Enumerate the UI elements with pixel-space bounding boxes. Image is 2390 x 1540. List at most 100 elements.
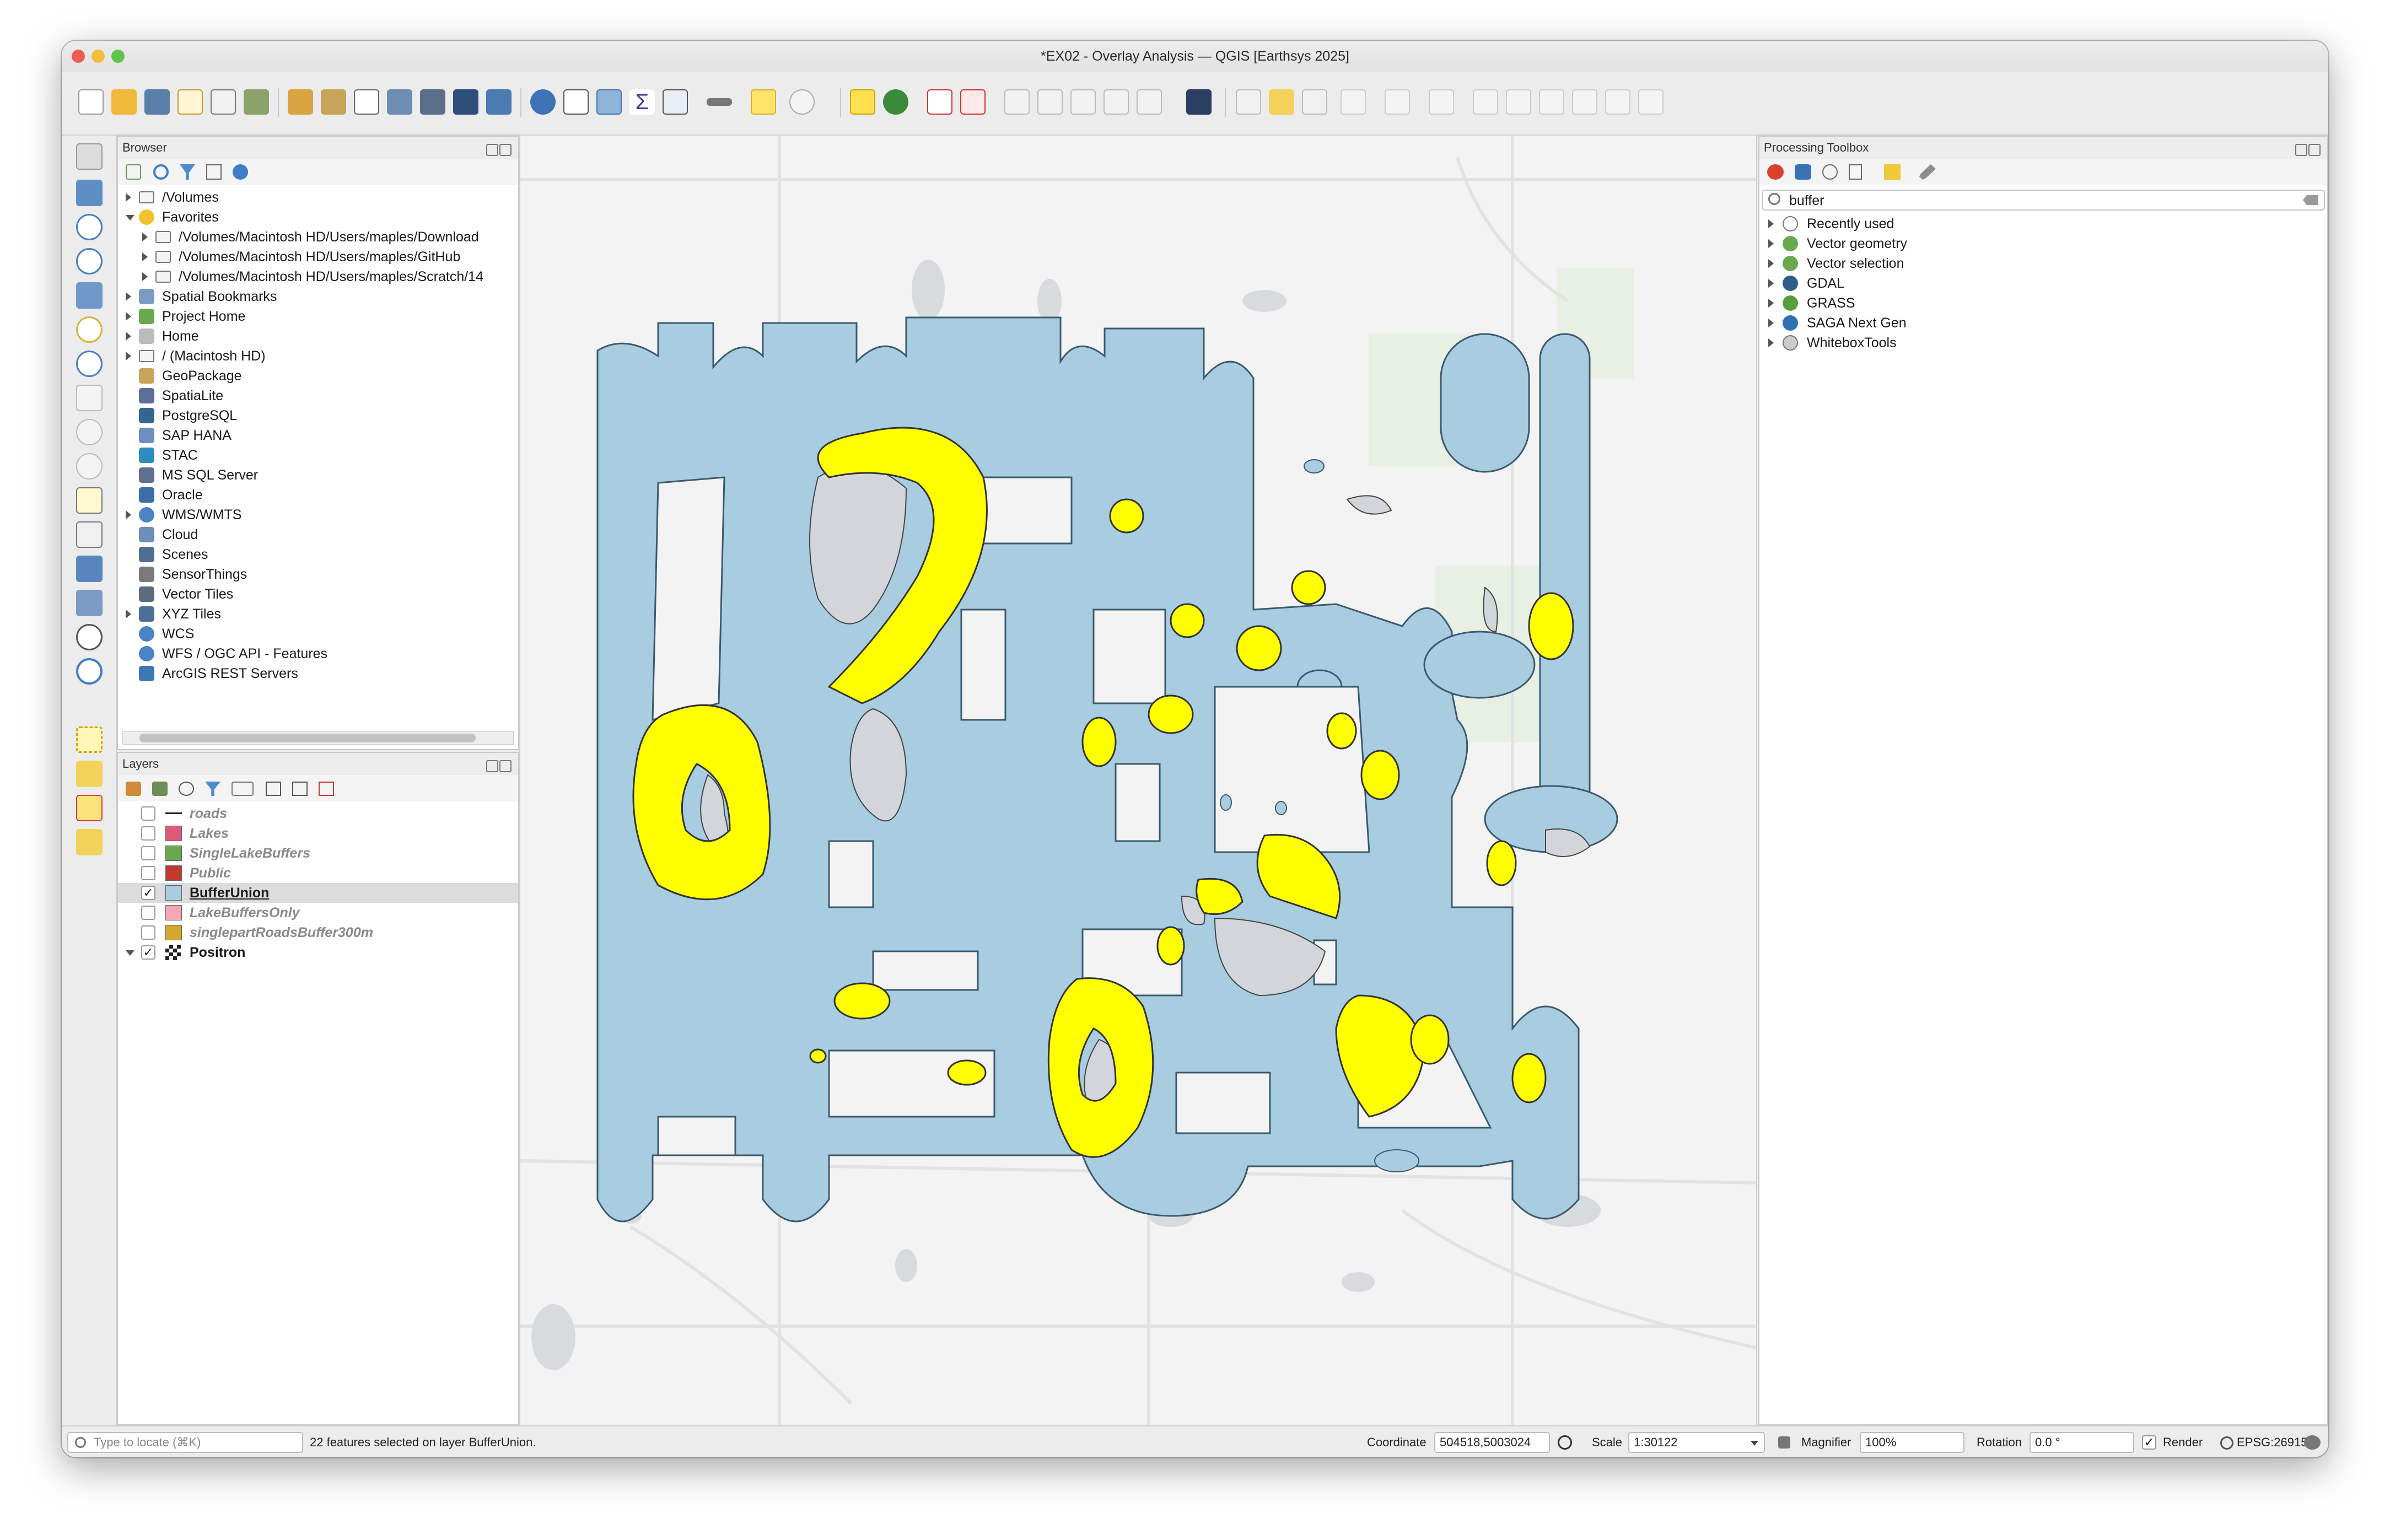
browser-horizontal-scrollbar[interactable] xyxy=(122,731,514,745)
chevron-right-icon[interactable] xyxy=(1768,319,1774,327)
copy-features-icon[interactable] xyxy=(1539,89,1564,115)
pin-labels-icon[interactable] xyxy=(927,89,952,115)
processing-provider[interactable]: SAGA Next Gen xyxy=(1759,313,2327,333)
save-project-icon[interactable] xyxy=(144,89,170,115)
browser-item[interactable]: SpatiaLite xyxy=(118,386,518,406)
layer-visibility-checkbox[interactable] xyxy=(141,846,155,860)
filter-icon[interactable] xyxy=(180,164,195,180)
toggle-editing-icon[interactable] xyxy=(1236,89,1261,115)
move-label-icon[interactable] xyxy=(1004,89,1030,115)
panel-float-close-buttons[interactable] xyxy=(485,757,514,772)
new-project-icon[interactable] xyxy=(78,89,104,115)
browser-item[interactable]: Cloud xyxy=(118,525,518,545)
browser-item[interactable]: WFS / OGC API - Features xyxy=(118,644,518,664)
new-map-view-icon[interactable] xyxy=(76,487,103,514)
browser-item[interactable]: / (Macintosh HD) xyxy=(118,346,518,366)
paste-features-icon[interactable] xyxy=(1572,89,1597,115)
layer-item[interactable]: Lakes xyxy=(118,823,518,843)
remove-layer-icon[interactable] xyxy=(319,782,334,796)
new-geopackage-layer-icon[interactable] xyxy=(321,89,346,115)
digitize-icon[interactable] xyxy=(387,89,412,115)
identify-icon[interactable] xyxy=(530,89,556,115)
zoom-window-button[interactable] xyxy=(111,50,125,63)
zoom-native-icon[interactable] xyxy=(76,385,103,411)
show-layout-icon[interactable] xyxy=(789,89,815,115)
refresh-icon[interactable] xyxy=(153,164,169,180)
deselect-features-icon[interactable] xyxy=(76,795,103,821)
browser-item[interactable]: Spatial Bookmarks xyxy=(118,287,518,306)
chevron-right-icon[interactable] xyxy=(126,292,131,301)
vertex-tool-icon[interactable] xyxy=(1385,89,1410,115)
label-toolbar-icon[interactable] xyxy=(850,89,875,115)
zoom-in-icon[interactable] xyxy=(76,214,103,240)
add-raster-layer-icon[interactable] xyxy=(453,89,478,115)
zoom-last-icon[interactable] xyxy=(76,419,103,445)
chevron-right-icon[interactable] xyxy=(126,332,131,341)
filter-legend-icon[interactable] xyxy=(205,782,220,796)
show-hide-labels-icon[interactable] xyxy=(960,89,986,115)
chevron-right-icon[interactable] xyxy=(126,510,131,519)
layer-item[interactable]: LakeBuffersOnly xyxy=(118,903,518,923)
help-icon[interactable] xyxy=(1186,89,1212,115)
layer-visibility-checkbox[interactable]: ✓ xyxy=(141,886,155,900)
modify-attributes-icon[interactable] xyxy=(1429,89,1454,115)
processing-provider[interactable]: Recently used xyxy=(1759,214,2327,234)
layer-item[interactable]: ✓Positron xyxy=(118,943,518,962)
layer-visibility-checkbox[interactable]: ✓ xyxy=(141,945,155,960)
panel-float-close-buttons[interactable] xyxy=(485,141,514,156)
properties-info-icon[interactable] xyxy=(233,164,248,180)
magnifier-spinbox[interactable]: 100% xyxy=(1860,1432,1964,1453)
layer-item[interactable]: roads xyxy=(118,804,518,823)
browser-item[interactable]: Vector Tiles xyxy=(118,584,518,604)
processing-provider[interactable]: GDAL xyxy=(1759,273,2327,293)
layer-item[interactable]: singlepartRoadsBuffer300m xyxy=(118,923,518,943)
chevron-right-icon[interactable] xyxy=(142,233,148,241)
new-3d-map-view-icon[interactable] xyxy=(76,521,103,548)
zoom-out-icon[interactable] xyxy=(76,248,103,274)
options-wrench-icon[interactable] xyxy=(1919,164,1936,180)
processing-provider[interactable]: Vector selection xyxy=(1759,254,2327,273)
chevron-right-icon[interactable] xyxy=(126,193,131,202)
lock-scale-icon[interactable] xyxy=(1778,1436,1790,1449)
panel-float-close-buttons[interactable] xyxy=(2294,141,2323,156)
browser-item[interactable]: MS SQL Server xyxy=(118,465,518,485)
chevron-right-icon[interactable] xyxy=(1768,299,1774,308)
models-icon[interactable] xyxy=(1767,164,1784,180)
browser-item[interactable]: PostgreSQL xyxy=(118,406,518,426)
show-bookmarks-icon[interactable] xyxy=(76,590,103,616)
layout-manager-icon[interactable] xyxy=(211,89,236,115)
locator-input[interactable]: Type to locate (⌘K) xyxy=(67,1432,303,1453)
measure-line-icon[interactable] xyxy=(707,98,732,106)
processing-provider[interactable]: Vector geometry xyxy=(1759,234,2327,254)
browser-item[interactable]: Scenes xyxy=(118,545,518,564)
cut-features-icon[interactable] xyxy=(1506,89,1531,115)
crs-globe-icon[interactable] xyxy=(2220,1436,2233,1450)
zoom-to-layer-icon[interactable] xyxy=(76,351,103,377)
browser-item[interactable]: XYZ Tiles xyxy=(118,604,518,624)
toggle-extents-icon[interactable] xyxy=(1558,1435,1572,1450)
browser-item[interactable]: GeoPackage xyxy=(118,366,518,386)
chevron-right-icon[interactable] xyxy=(142,272,148,281)
filter-by-expression-icon[interactable] xyxy=(232,782,254,796)
undo-icon[interactable] xyxy=(1605,89,1630,115)
processing-provider[interactable]: GRASS xyxy=(1759,293,2327,313)
expand-all-icon[interactable] xyxy=(266,782,281,796)
results-viewer-icon[interactable] xyxy=(1849,164,1862,180)
scale-combobox[interactable]: 1:30122 xyxy=(1628,1432,1765,1453)
add-vector-layer-icon[interactable] xyxy=(354,89,379,115)
zoom-next-icon[interactable] xyxy=(76,453,103,480)
chevron-right-icon[interactable] xyxy=(1768,219,1774,228)
layer-visibility-checkbox[interactable] xyxy=(141,906,155,920)
chevron-right-icon[interactable] xyxy=(126,352,131,360)
processing-search-input[interactable]: buffer xyxy=(1762,190,2325,211)
move-diagram-icon[interactable] xyxy=(1104,89,1129,115)
open-project-icon[interactable] xyxy=(111,89,137,115)
browser-item[interactable]: WMS/WMTS xyxy=(118,505,518,525)
change-label-icon[interactable] xyxy=(1070,89,1096,115)
browser-item[interactable]: SAP HANA xyxy=(118,426,518,445)
refresh-icon[interactable] xyxy=(76,658,103,685)
open-table-icon[interactable] xyxy=(663,89,688,115)
save-edits-icon[interactable] xyxy=(1302,89,1327,115)
crs-label[interactable]: EPSG:26915 xyxy=(2237,1435,2308,1449)
messages-icon[interactable] xyxy=(2304,1435,2321,1450)
